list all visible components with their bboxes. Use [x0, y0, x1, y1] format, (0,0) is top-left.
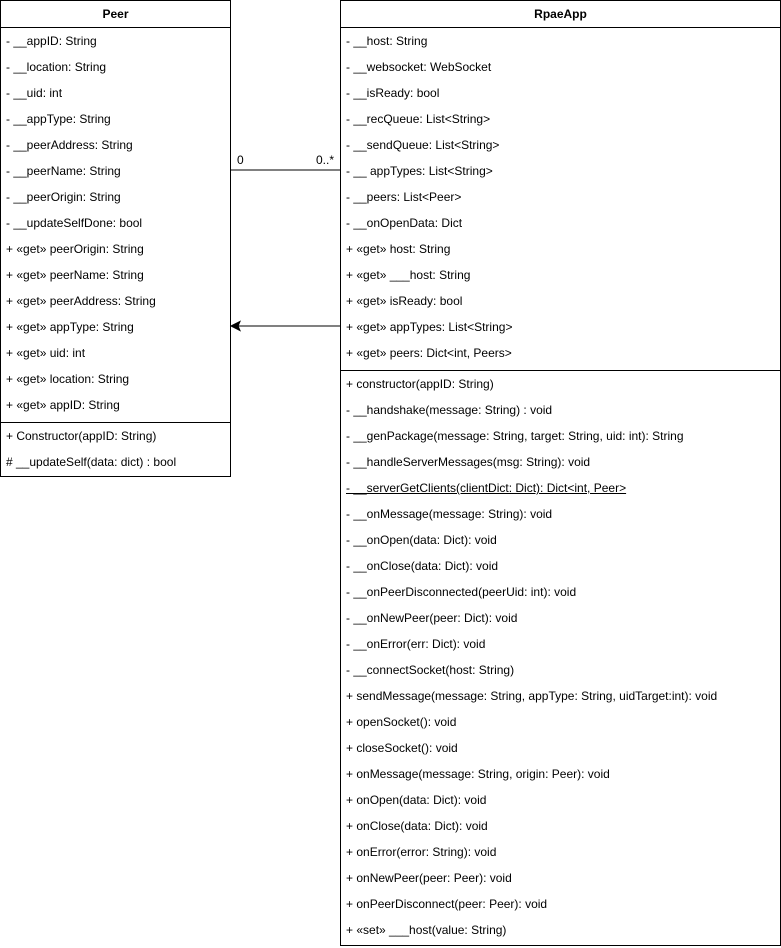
rpaeapp-method[interactable]: - __onNewPeer(peer: Dict): void — [346, 611, 518, 625]
rpaeapp-attr[interactable]: - __onOpenData: Dict — [346, 216, 463, 230]
peer-attr[interactable]: - __uid: int — [6, 86, 63, 100]
rpaeapp-method[interactable]: - __handshake(message: String) : void — [346, 403, 553, 417]
peer-attr[interactable]: - __appID: String — [6, 34, 97, 48]
peer-method[interactable]: + Constructor(appID: String) — [6, 429, 157, 443]
peer-attr[interactable]: + «get» peerOrigin: String — [6, 242, 144, 256]
rpaeapp-method[interactable]: + onError(error: String): void — [346, 845, 497, 859]
rpaeapp-method[interactable]: - __onMessage(message: String): void — [346, 507, 553, 521]
peer-attr[interactable]: - __peerName: String — [6, 164, 121, 178]
rpaeapp-method[interactable]: + onClose(data: Dict): void — [346, 819, 488, 833]
rpaeapp-method-static[interactable]: - __serverGetClients(clientDict: Dict): … — [341, 475, 780, 501]
rpaeapp-method[interactable]: - __onPeerDisconnected(peerUid: int): vo… — [346, 585, 577, 599]
rpaeapp-method[interactable]: + onNewPeer(peer: Peer): void — [346, 871, 512, 885]
peer-class-title: Peer — [1, 1, 230, 28]
rpaeapp-methods: + constructor(appID: String) - __handsha… — [341, 370, 780, 943]
rpaeapp-attr[interactable]: - __websocket: WebSocket — [346, 60, 492, 74]
rpaeapp-method[interactable]: + «set» ___host(value: String) — [346, 923, 507, 937]
rpaeapp-attr[interactable]: + «get» ___host: String — [346, 268, 471, 282]
rpaeapp-method[interactable]: + onMessage(message: String, origin: Pee… — [346, 767, 610, 781]
rpaeapp-method[interactable]: - __onOpen(data: Dict): void — [346, 533, 497, 547]
rpaeapp-attr[interactable]: + «get» isReady: bool — [346, 294, 463, 308]
rpaeapp-method[interactable]: + constructor(appID: String) — [346, 377, 494, 391]
rpaeapp-method[interactable]: - __onClose(data: Dict): void — [346, 559, 499, 573]
peer-attr[interactable]: + «get» uid: int — [6, 346, 86, 360]
multiplicity-peer-end: 0 — [237, 153, 244, 167]
rpaeapp-method[interactable]: + openSocket(): void — [346, 715, 457, 729]
rpaeapp-attr[interactable]: - __recQueue: List<String> — [346, 112, 491, 126]
peer-attr[interactable]: + «get» appID: String — [6, 398, 120, 412]
peer-attr[interactable]: - __location: String — [6, 60, 107, 74]
rpaeapp-method[interactable]: - __genPackage(message: String, target: … — [346, 429, 684, 443]
multiplicity-rpaeapp-end: 0..* — [316, 153, 335, 167]
rpaeapp-attr[interactable]: + «get» host: String — [346, 242, 451, 256]
peer-attr[interactable]: + «get» peerName: String — [6, 268, 144, 282]
rpaeapp-attr[interactable]: + «get» peers: Dict<int, Peers> — [346, 346, 512, 360]
rpaeapp-method[interactable]: + closeSocket(): void — [346, 741, 458, 755]
peer-attr[interactable]: - __updateSelfDone: bool — [6, 216, 143, 230]
rpaeapp-attr[interactable]: - __sendQueue: List<String> — [346, 138, 500, 152]
rpaeapp-method[interactable]: - __onError(err: Dict): void — [346, 637, 486, 651]
rpaeapp-method[interactable]: + onOpen(data: Dict): void — [346, 793, 487, 807]
peer-attr[interactable]: - __appType: String — [6, 112, 111, 126]
peer-attr[interactable]: - __peerAddress: String — [6, 138, 133, 152]
rpaeapp-method[interactable]: - __connectSocket(host: String) — [346, 663, 515, 677]
rpaeapp-attr[interactable]: + «get» appTypes: List<String> — [346, 320, 513, 334]
rpaeapp-class-title: RpaeApp — [341, 1, 780, 28]
peer-attr[interactable]: - __peerOrigin: String — [6, 190, 121, 204]
peer-method[interactable]: # __updateSelf(data: dict) : bool — [6, 455, 177, 469]
peer-attr[interactable]: + «get» appType: String — [6, 320, 134, 334]
rpaeapp-attr[interactable]: - __host: String — [346, 34, 428, 48]
peer-class[interactable]: Peer - __appID: String - __location: Str… — [0, 0, 231, 477]
rpaeapp-attributes: - __host: String - __websocket: WebSocke… — [341, 28, 780, 370]
static-method-label: - __serverGetClients(clientDict: Dict): … — [346, 481, 627, 495]
rpaeapp-attr[interactable]: - __isReady: bool — [346, 86, 440, 100]
peer-attr[interactable]: + «get» location: String — [6, 372, 130, 386]
peer-methods: + Constructor(appID: String) # __updateS… — [1, 422, 230, 475]
arrowhead-icon — [229, 320, 242, 332]
rpaeapp-class[interactable]: RpaeApp - __host: String - __websocket: … — [340, 0, 781, 946]
rpaeapp-attr[interactable]: - __peers: List<Peer> — [346, 190, 462, 204]
rpaeapp-attr[interactable]: - __ appTypes: List<String> — [346, 164, 493, 178]
peer-attributes: - __appID: String - __location: String -… — [1, 28, 230, 422]
rpaeapp-method[interactable]: + onPeerDisconnect(peer: Peer): void — [346, 897, 548, 911]
peer-attr[interactable]: + «get» peerAddress: String — [6, 294, 156, 308]
rpaeapp-method[interactable]: + sendMessage(message: String, appType: … — [346, 689, 718, 703]
rpaeapp-method[interactable]: - __handleServerMessages(msg: String): v… — [346, 455, 591, 469]
